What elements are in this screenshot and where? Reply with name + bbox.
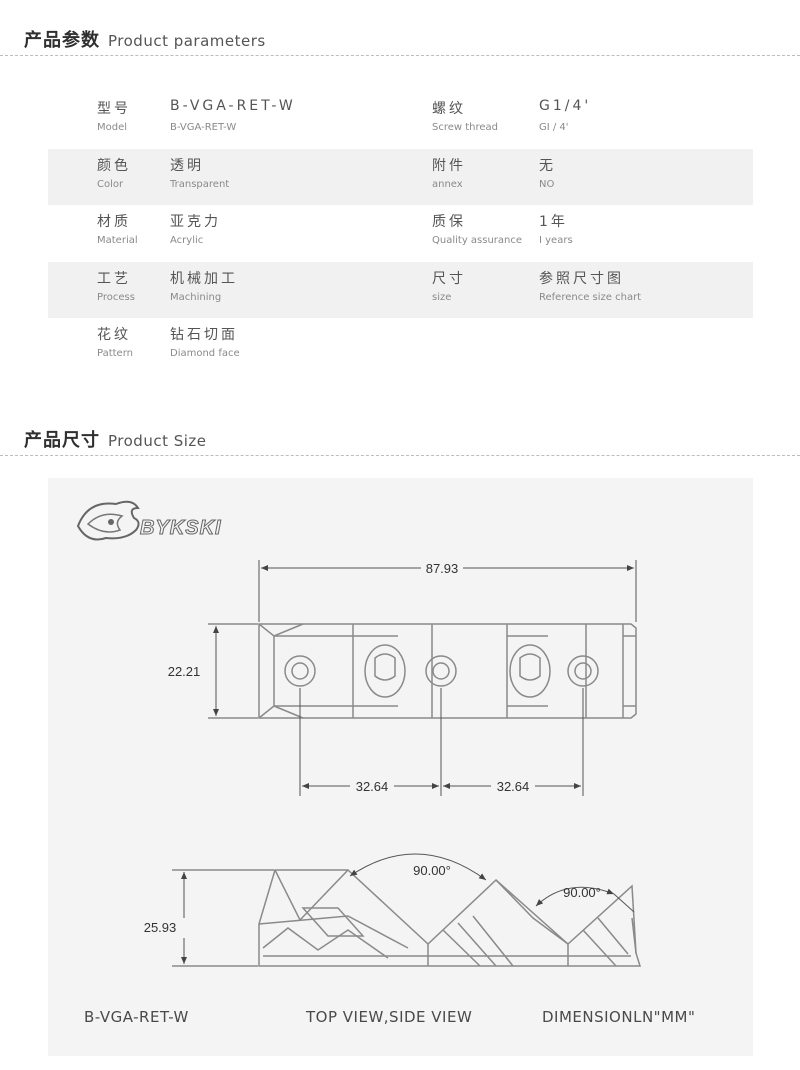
param-value-zh: 透明 — [170, 157, 204, 174]
params-section-header: 产品参数 Product parameters — [0, 0, 800, 60]
param-value-en: Transparent — [170, 178, 230, 190]
size-title-en: Product Size — [108, 432, 207, 450]
param-value-en: Machining — [170, 291, 222, 303]
dim-spacing-2: 32.64 — [497, 779, 530, 794]
size-title-zh: 产品尺寸 — [24, 430, 100, 451]
param-value-zh: G1/4' — [539, 98, 592, 114]
params-divider — [0, 55, 800, 56]
param-label-en: Model — [97, 122, 128, 133]
param-value-zh: 1年 — [539, 214, 568, 230]
param-label-en: Material — [97, 235, 138, 246]
param-value-zh: 机械加工 — [170, 270, 238, 287]
param-row: 花纹 Pattern 钻石切面 Diamond face — [48, 318, 753, 375]
param-label-zh: 质保 — [432, 214, 466, 230]
param-label-zh: 附件 — [432, 157, 466, 174]
dim-spacing-1: 32.64 — [356, 779, 389, 794]
param-value-en: NO — [539, 178, 555, 190]
dimension-drawing-svg: BYKSKI — [76, 500, 642, 967]
side-view — [258, 869, 642, 967]
footer-unit: DIMENSIONLN"MM" — [542, 1008, 696, 1026]
bykski-logo: BYKSKI — [76, 500, 222, 541]
param-value-en: Acrylic — [170, 235, 204, 246]
param-label-en: Quality assurance — [432, 235, 523, 246]
param-value-en: I years — [539, 235, 573, 246]
param-value-zh: 参照尺寸图 — [539, 270, 624, 287]
param-row: 工艺 Process 机械加工 Machining 尺寸 size 参照尺寸图 Refe… — [48, 261, 753, 318]
param-value-en: B-VGA-RET-W — [170, 122, 237, 133]
footer-view: TOP VIEW,SIDE VIEW — [306, 1008, 473, 1026]
params-title-zh: 产品参数 — [24, 30, 100, 51]
dim-length: 87.93 — [426, 561, 459, 576]
footer-model: B-VGA-RET-W — [84, 1008, 189, 1026]
params-table: 型号 Model B-VGA-RET-W B-VGA-RET-W 螺纹 Screw t… — [48, 92, 753, 375]
top-view — [258, 623, 637, 719]
param-label-zh: 材质 — [97, 214, 131, 230]
param-row: 材质 Material 亚克力 Acrylic 质保 Quality assuranc… — [48, 205, 753, 262]
param-label-en: Color — [97, 178, 124, 190]
param-label-zh: 螺纹 — [432, 101, 466, 117]
param-label-zh: 工艺 — [97, 270, 131, 287]
param-label-en: Pattern — [97, 348, 133, 359]
size-divider — [0, 455, 800, 456]
param-row: 颜色 Color 透明 Transparent 附件 annex 无 NO — [48, 148, 753, 205]
param-label-zh: 花纹 — [97, 327, 131, 343]
param-label-en: annex — [432, 178, 463, 190]
dim-angle-1: 90.00° — [413, 863, 451, 878]
param-value-en: GI / 4' — [539, 122, 569, 133]
param-label-en: Process — [97, 291, 135, 303]
param-label-zh: 颜色 — [97, 157, 131, 174]
params-title-en: Product parameters — [108, 32, 266, 50]
param-value-zh: 亚克力 — [170, 214, 221, 230]
param-value-en: Diamond face — [170, 348, 240, 359]
param-value-zh: B-VGA-RET-W — [170, 98, 296, 114]
param-value-zh: 无 — [539, 157, 556, 174]
dim-height: 25.93 — [144, 920, 177, 935]
param-label-en: Screw thread — [432, 122, 499, 133]
dim-angle-2: 90.00° — [563, 885, 601, 900]
size-section-header: 产品尺寸 Product Size — [0, 400, 800, 460]
param-label-zh: 尺寸 — [432, 270, 466, 287]
param-value-en: Reference size chart — [539, 291, 642, 303]
param-row: 型号 Model B-VGA-RET-W B-VGA-RET-W 螺纹 Screw t… — [48, 92, 753, 149]
dimension-drawing: BYKSKI — [48, 478, 753, 1056]
dim-width: 22.21 — [168, 664, 201, 679]
param-label-en: size — [432, 291, 452, 303]
brand-text: BYKSKI — [140, 517, 222, 539]
param-label-zh: 型号 — [97, 101, 131, 117]
param-value-zh: 钻石切面 — [170, 327, 238, 343]
